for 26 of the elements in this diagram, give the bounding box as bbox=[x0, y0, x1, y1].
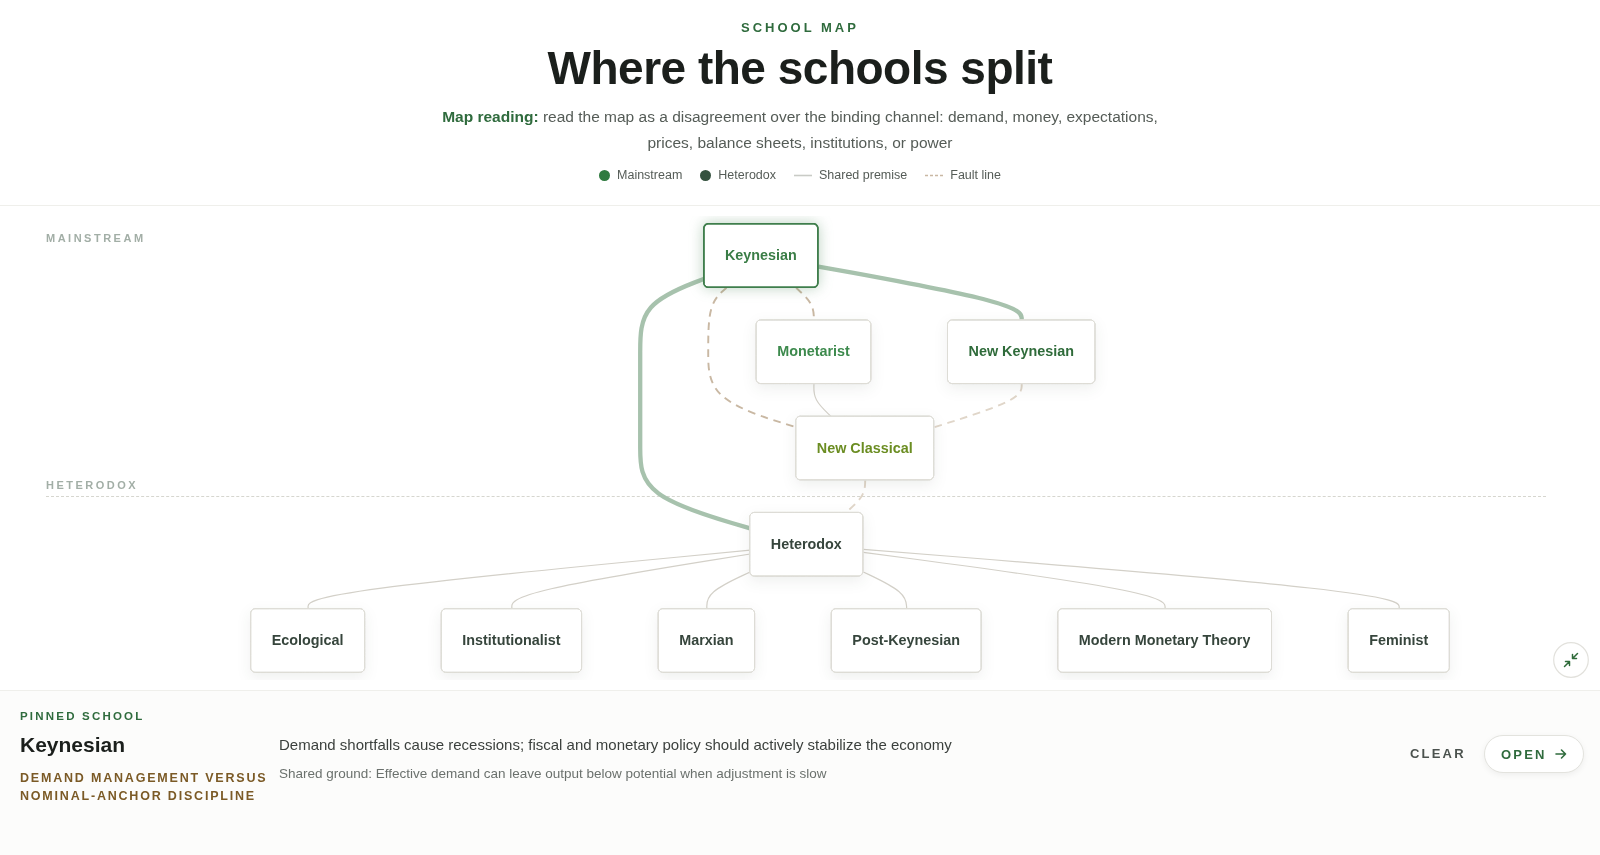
legend-label: Mainstream bbox=[617, 168, 683, 182]
connector bbox=[813, 383, 832, 418]
band-label: HETERODOX bbox=[46, 479, 139, 492]
connector bbox=[862, 548, 1400, 610]
connector bbox=[706, 571, 751, 610]
page-title: Where the schools split bbox=[547, 41, 1053, 96]
tension-label: DEMAND MANAGEMENT VERSUS NOMINAL-ANCHOR DISCIPLINE bbox=[20, 770, 269, 805]
connector bbox=[307, 549, 751, 610]
description-text: Demand shortfalls cause recessions; fiscal and monetary policy should actively stabilize the economy bbox=[279, 736, 952, 753]
legend-label: Fault line bbox=[950, 168, 1001, 182]
open-button: OPEN bbox=[1484, 735, 1584, 773]
connector bbox=[817, 264, 1024, 321]
band-label: MAINSTREAM bbox=[46, 232, 146, 244]
clear-button: CLEAR bbox=[1410, 746, 1466, 761]
connector bbox=[638, 276, 751, 531]
connector bbox=[862, 571, 908, 610]
school-name: Keynesian bbox=[20, 733, 126, 757]
connector bbox=[511, 553, 751, 610]
connector bbox=[933, 383, 1023, 429]
eyebrow-label: SCHOOL MAP bbox=[741, 20, 859, 35]
section-label: PINNED SCHOOL bbox=[20, 710, 145, 722]
connector bbox=[862, 551, 1166, 610]
legend-label: Shared premise bbox=[819, 168, 908, 182]
legend-label: Heterodox bbox=[718, 168, 776, 182]
shared-ground-text: Shared ground: Effective demand can leave output below potential when adjustment is slow bbox=[279, 766, 827, 781]
intro-text: Map reading: read the map as a disagreement over the binding channel: demand, money, expectations, prices, balance sheets, institutions, or power bbox=[441, 107, 1159, 153]
